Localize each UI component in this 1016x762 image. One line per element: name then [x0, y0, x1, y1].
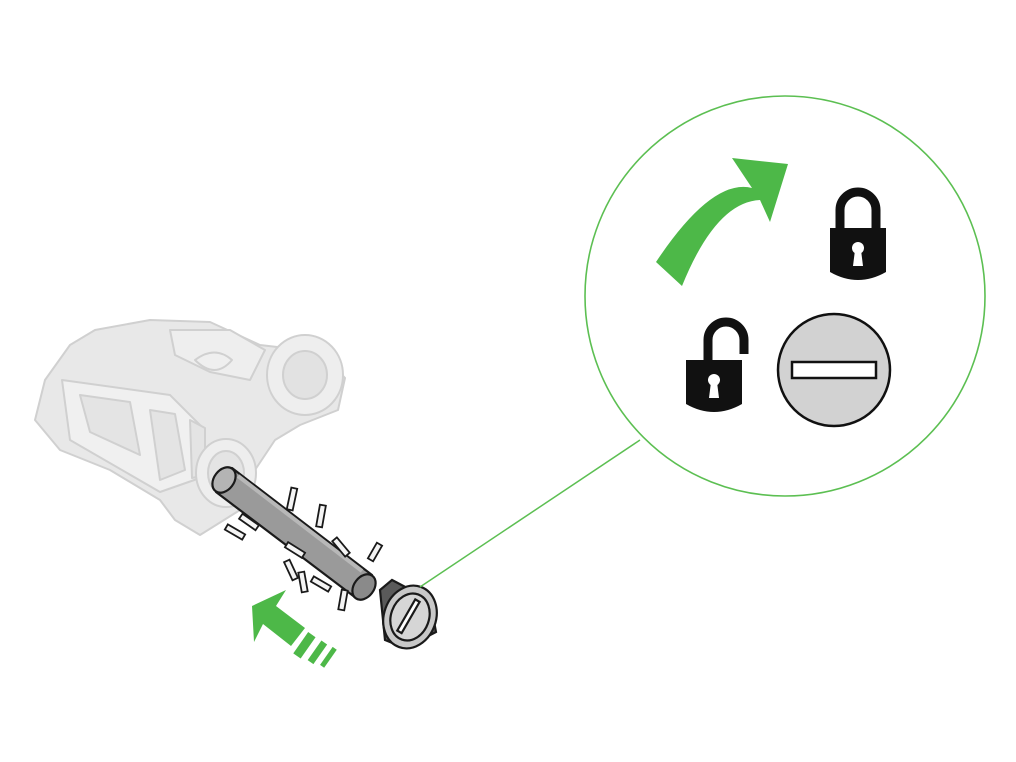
callout-circle [584, 95, 986, 497]
brush-bristles [223, 486, 384, 612]
motion-arrow-icon [252, 590, 337, 668]
end-cap-slot-icon [776, 312, 892, 428]
padlock-closed-icon [830, 187, 886, 280]
vacuum-head-ghost [34, 319, 346, 536]
end-cap [378, 578, 438, 650]
curved-arrow-icon [656, 158, 788, 286]
callout-leader [419, 439, 641, 588]
padlock-open-icon [686, 317, 749, 412]
brush-roll [211, 466, 377, 601]
